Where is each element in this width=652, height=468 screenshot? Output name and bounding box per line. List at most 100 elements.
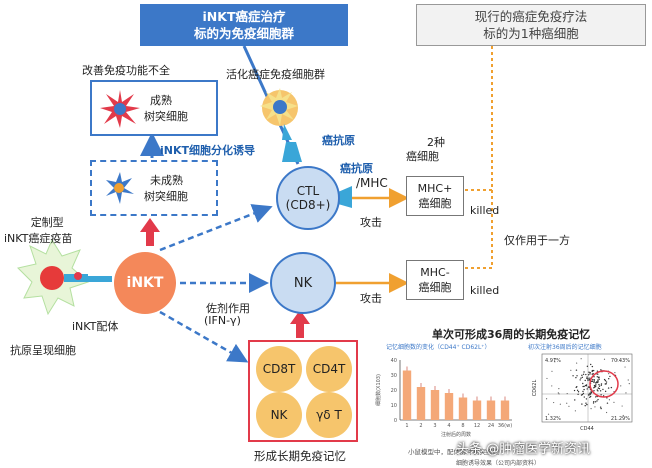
immature-dc-box: 未成熟 树突细胞 <box>90 160 218 216</box>
mature-dc-box: 成熟 树突细胞 <box>90 80 218 136</box>
mhc-minus-label-1: MHC- <box>420 265 450 279</box>
scatter-point <box>588 394 590 396</box>
inkt-ligand-label: iNKT配体 <box>72 320 119 333</box>
apc-nucleus <box>40 266 64 290</box>
antigen-receptor-side <box>338 186 352 208</box>
attack-label-2: 攻击 <box>360 292 382 305</box>
scatter-point <box>558 393 560 395</box>
scatter-point <box>594 406 596 408</box>
quadrant-label: 4.97% <box>545 358 561 364</box>
long-term-title: 单次可形成36周的长期免疫记忆 <box>432 328 591 341</box>
two-types-label: 2种 <box>416 134 456 150</box>
x-tick-label: 4 <box>447 423 450 429</box>
immature-dc-label-1: 未成熟 <box>150 174 183 187</box>
y-tick-label: 0 <box>394 418 397 424</box>
scatter-point <box>581 403 583 405</box>
bar <box>458 397 468 420</box>
gd-t-label: γδ T <box>316 408 342 422</box>
bar <box>472 400 482 420</box>
scatter-point <box>590 363 592 366</box>
scatter-y-label: CD62L <box>532 380 538 397</box>
inkt-cell: iNKT <box>114 252 176 314</box>
highlight-circle <box>589 370 619 398</box>
scatter-point <box>598 385 601 387</box>
quadrant-label: 1.32% <box>545 416 561 422</box>
scatter-point <box>582 373 585 375</box>
scatter-point <box>622 414 624 417</box>
bar <box>416 387 426 420</box>
nk-memory-cell: NK <box>256 392 302 438</box>
immature-dc-icon <box>106 172 134 204</box>
scatter-point <box>621 405 623 407</box>
scatter-point <box>588 371 590 373</box>
ctl-label-2: (CD8+) <box>285 198 331 212</box>
scatter-point <box>590 408 592 410</box>
killed-label-2: killed <box>470 284 500 297</box>
bar <box>444 393 454 420</box>
nk-cell: NK <box>270 252 336 314</box>
scatter-point <box>608 373 610 375</box>
scatter-point <box>594 401 597 403</box>
antigen-label-1: 癌抗原 <box>322 134 355 147</box>
scatter-point <box>585 385 588 387</box>
x-axis-label: 注射后的周数 <box>441 431 471 438</box>
scatter-point <box>607 387 610 389</box>
scatter-point <box>583 371 585 373</box>
scatter-point <box>572 375 574 377</box>
inkt-to-memory-arrow <box>159 310 249 363</box>
scatter-point <box>577 393 579 396</box>
scatter-point <box>573 389 576 392</box>
scatter-point <box>603 378 606 381</box>
scatter-point <box>589 371 591 374</box>
scatter-point <box>600 383 603 385</box>
y-tick-label: 30 <box>391 373 397 379</box>
scatter-point <box>596 400 598 402</box>
scatter-point <box>590 392 592 394</box>
scatter-point <box>570 369 572 371</box>
scatter-point <box>599 406 602 408</box>
mature-dc-icon <box>100 90 140 128</box>
scatter-point <box>586 403 588 406</box>
scatter-point <box>595 384 597 386</box>
scatter-point <box>586 377 588 380</box>
scatter-point <box>594 396 597 398</box>
scatter-point <box>591 365 594 368</box>
quadrant-label: 70.43% <box>611 358 630 364</box>
inkt-label: iNKT <box>126 275 164 291</box>
vaccine-label-2: iNKT癌症疫苗 <box>4 232 73 245</box>
scatter-point <box>594 385 597 388</box>
improve-label: 改善免疫功能不全 <box>82 64 170 77</box>
scatter-point <box>609 375 611 378</box>
scatter-point <box>585 373 587 376</box>
scatter-point <box>559 403 561 405</box>
scatter-point <box>596 381 598 383</box>
scatter-point <box>579 379 581 381</box>
cd4t-label: CD4T <box>312 362 346 376</box>
bar <box>402 370 412 420</box>
scatter-point <box>554 358 556 360</box>
scatter-point <box>600 369 602 371</box>
scatter-point <box>553 401 555 404</box>
scatter-point <box>625 392 627 394</box>
scatter-point <box>605 383 607 385</box>
helper-label-1: 佐剂作用 <box>206 302 250 315</box>
antigen-label-2: 癌抗原 <box>340 162 373 175</box>
scatter-point <box>545 398 548 400</box>
x-tick-label: 12 <box>474 423 480 429</box>
scatter-point <box>592 378 594 381</box>
scatter-point <box>592 369 595 372</box>
apc-label: 抗原呈现细胞 <box>10 344 76 357</box>
scatter-point <box>566 402 568 404</box>
cd8t-label: CD8T <box>262 362 296 376</box>
killed-label-1: killed <box>470 204 500 217</box>
scatter-title: 初次注射36周后的记忆细胞 <box>528 344 602 351</box>
scatter-point <box>616 359 618 361</box>
scatter-point <box>597 379 599 381</box>
cd4t-cell: CD4T <box>306 346 352 392</box>
scatter-point <box>591 370 593 373</box>
gd-t-cell: γδ T <box>306 392 352 438</box>
scatter-point <box>581 374 583 377</box>
scatter-point <box>547 413 550 415</box>
footnote-label: 小鼠模型中，配体脉冲树突细胞 <box>408 448 499 456</box>
